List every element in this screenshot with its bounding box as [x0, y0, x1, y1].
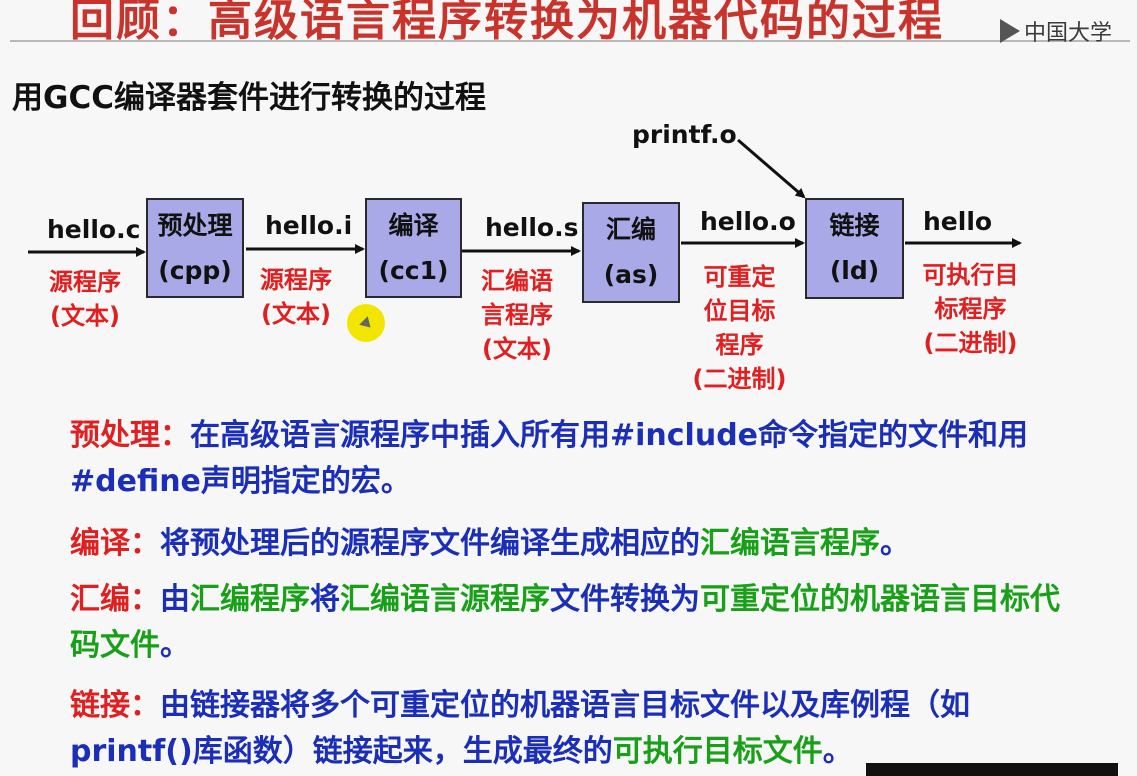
explanation-preprocess: 预处理：在高级语言源程序中插入所有用#include命令指定的文件和用#defi… — [70, 413, 1070, 505]
slide-title: 回顾：高级语言程序转换为机器代码的过程 — [70, 0, 944, 46]
file-label-hello-s: hello.s — [485, 213, 579, 242]
file-label-hello-c: hello.c — [47, 215, 141, 244]
file-desc-hello-i: 源程序 (文本) — [260, 266, 332, 328]
highlight-text: 可执行目标文件 — [612, 734, 823, 769]
file-label-hello-o: hello.o — [700, 207, 796, 236]
term-assemble: 汇编 — [70, 582, 130, 617]
printf-o-label: printf.o — [632, 120, 737, 149]
colon: ： — [160, 418, 190, 453]
file-desc-hello-c: 源程序 (文本) — [49, 268, 121, 330]
stage-name-assemble: 汇编 — [605, 215, 656, 244]
stage-name-link: 链接 — [829, 211, 880, 240]
highlight-text: 汇编程序 — [190, 582, 310, 617]
colon: ： — [130, 582, 160, 617]
arrow-printf-o — [737, 138, 806, 199]
explanation-link: 链接：由链接器将多个可重定位的机器语言目标文件以及库例程（如printf()库函… — [70, 683, 1070, 775]
explanation-text: 由链接器将多个可重定位的机器语言目标文件以及库例程（如printf()库函数）链… — [70, 688, 970, 769]
video-overlay-bar — [866, 763, 1118, 776]
stage-name-preprocess: 预处理 — [157, 211, 233, 240]
highlight-text: 汇编语言源程序 — [340, 582, 550, 617]
colon: ： — [130, 688, 160, 723]
section-subtitle: 用GCC编译器套件进行转换的过程 — [12, 80, 486, 116]
colon: ： — [130, 526, 160, 561]
explanation-assemble: 汇编：由汇编程序将汇编语言源程序文件转换为可重定位的机器语言目标代码文件。 — [70, 577, 1070, 669]
explanation-text: 。 — [822, 734, 853, 769]
file-label-hello: hello — [923, 207, 993, 236]
stage-compile: 编译 (cc1) — [365, 198, 462, 298]
stage-cmd-preprocess: (cpp) — [158, 256, 232, 285]
explanation-text: 由 — [160, 582, 190, 617]
highlight-text: 可重定位的机器语言目标代码文件 — [70, 582, 1060, 663]
explanation-compile: 编译：将预处理后的源程序文件编译生成相应的汇编语言程序。 — [70, 521, 1070, 567]
stage-cmd-compile: (cc1) — [378, 256, 449, 285]
term-compile: 编译 — [70, 526, 130, 561]
watermark: 中国大学 — [1000, 14, 1112, 48]
file-desc-hello-o: 可重定 位目标 程序 (二进制) — [692, 263, 787, 393]
highlight-text: 汇编语言程序 — [700, 526, 880, 561]
explanation-text: 。 — [880, 526, 910, 561]
file-label-hello-i: hello.i — [265, 211, 353, 240]
explanation-text: 。 — [160, 628, 190, 663]
term-preprocess: 预处理 — [70, 418, 160, 453]
explanation-text: 文件转换为 — [550, 582, 700, 617]
play-icon — [1000, 19, 1020, 43]
explanation-text: 在高级语言源程序中插入所有用#include命令指定的文件和用#define声明… — [70, 418, 1029, 499]
stage-cmd-link: (ld) — [829, 256, 880, 285]
explanation-text: 将 — [310, 582, 340, 617]
stage-link: 链接 (ld) — [805, 198, 904, 299]
title-divider — [10, 40, 1130, 42]
cursor-highlight — [347, 304, 385, 342]
explanation-text: 将预处理后的源程序文件编译生成相应的 — [160, 526, 700, 561]
stage-assemble: 汇编 (as) — [582, 202, 680, 303]
file-desc-hello-s: 汇编语 言程序 (文本) — [481, 267, 553, 363]
term-link: 链接 — [70, 688, 130, 723]
stage-name-compile: 编译 — [388, 211, 439, 240]
watermark-text: 中国大学 — [1024, 21, 1113, 46]
file-desc-hello: 可执行目 标程序 (二进制) — [922, 261, 1019, 357]
stage-cmd-assemble: (as) — [603, 260, 659, 289]
stage-preprocess: 预处理 (cpp) — [146, 198, 244, 298]
